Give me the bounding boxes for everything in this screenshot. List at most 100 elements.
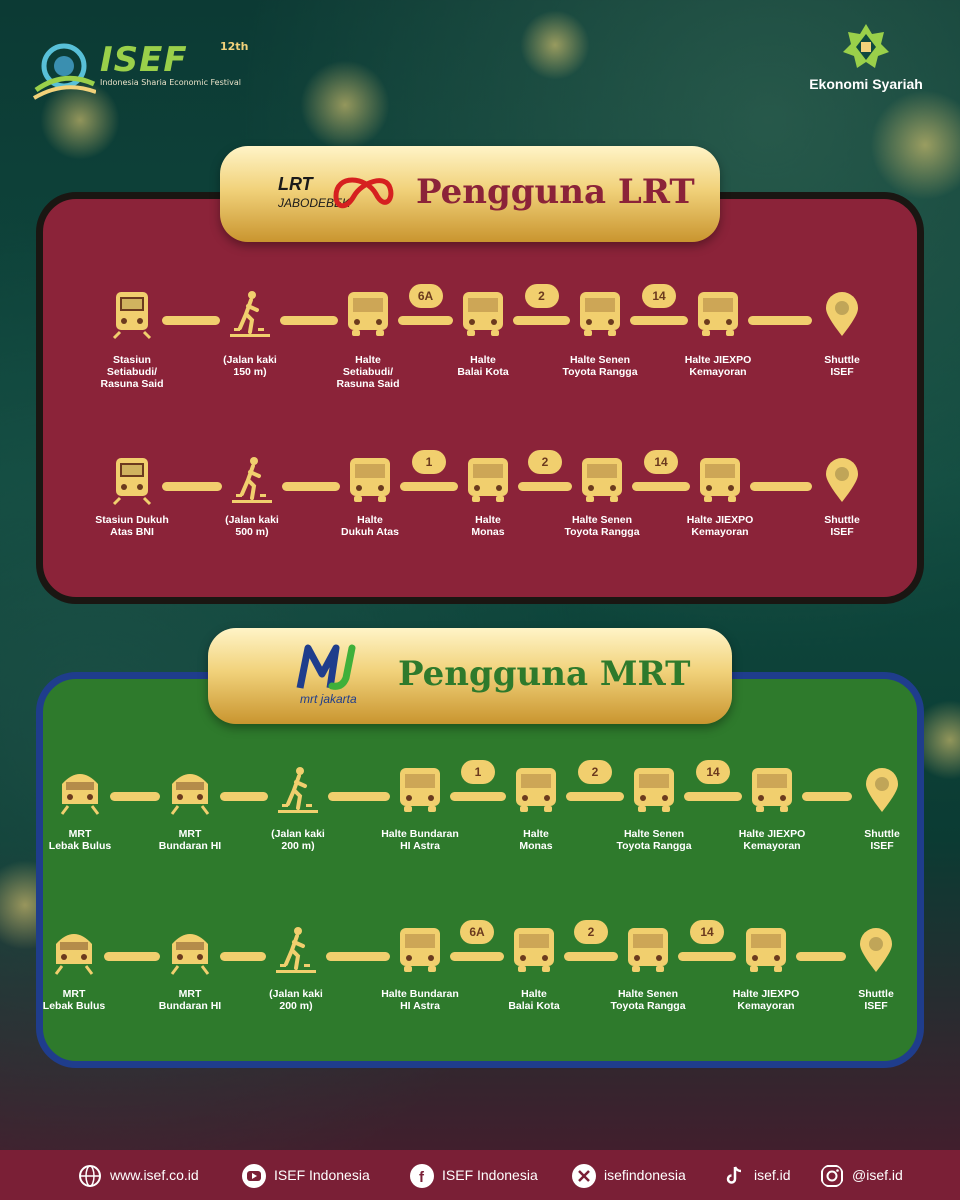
bus-icon (514, 928, 554, 972)
mrt-route1-stop-label: Halte Bundaran HI Astra (381, 828, 459, 852)
location-pin-icon (826, 458, 858, 502)
lrt-route1-stop-label: Halte JIEXPO Kemayoran (684, 354, 752, 378)
mrt-route2-connector (796, 952, 846, 961)
mrt-route2-connector (220, 952, 266, 961)
mrt-jakarta-logo: mrt jakarta (296, 644, 386, 708)
pedestrian-icon (278, 767, 318, 813)
facebook-icon: f (410, 1164, 434, 1188)
bus-icon (698, 292, 738, 336)
mrt-route2-stop-label: MRT Lebak Bulus (42, 988, 106, 1012)
lrt-route1-connector (162, 316, 220, 325)
pedestrian-icon (276, 927, 316, 973)
isef-wordmark: ISEF (100, 40, 188, 80)
mrt-route1-stop-label: Halte Monas (519, 828, 553, 852)
lrt-route2-stop-label: Halte JIEXPO Kemayoran (686, 514, 754, 538)
lrt-route1-connector (398, 316, 453, 325)
mrt-route1-stop-label: Shuttle ISEF (864, 828, 900, 852)
mrt-title: Pengguna MRT (398, 654, 691, 694)
bus-icon (348, 292, 388, 336)
web-globe-icon (79, 1165, 101, 1187)
mrt-route1-stop-label: Halte JIEXPO Kemayoran (738, 828, 806, 852)
mrt-route2-route-badge: 2 (574, 920, 608, 944)
lrt-route2-connector (750, 482, 812, 491)
mrt-route1-connector (802, 792, 852, 801)
bus-icon (400, 768, 440, 812)
bus-icon (463, 292, 503, 336)
lrt-route2-route-badge: 1 (412, 450, 446, 474)
bokeh-light (520, 10, 590, 80)
mrt-train-icon (54, 934, 94, 975)
bus-icon (746, 928, 786, 972)
lrt-route2-stop-label: Halte Dukuh Atas (341, 514, 399, 538)
mrt-route2-stop-label: Halte JIEXPO Kemayoran (732, 988, 800, 1012)
mrt-route1-stop-label: MRT Bundaran HI (158, 828, 222, 852)
lrt-logo-text: LRT (278, 174, 313, 194)
mrt-route2-stop-label: Halte Bundaran HI Astra (381, 988, 459, 1012)
footer-bar: www.isef.co.id ISEF Indonesia f ISEF Ind… (0, 1150, 960, 1200)
bus-icon (700, 458, 740, 502)
lrt-route2-stop-label: Halte Monas (471, 514, 505, 538)
lrt-route1-stop-label: Halte Balai Kota (457, 354, 509, 378)
lrt-route1-stop-label: (Jalan kaki 150 m) (223, 354, 277, 378)
lrt-route1-route-badge: 14 (642, 284, 676, 308)
mrt-route2-connector (450, 952, 504, 961)
ekonomi-syariah-emblem-icon (843, 24, 889, 68)
mrt-route2-stop-label: Shuttle ISEF (858, 988, 894, 1012)
mrt-mj-icon (296, 644, 356, 690)
lrt-route1-stop-label: Halte Senen Toyota Rangga (562, 354, 638, 378)
lrt-route1-stop-label: Shuttle ISEF (824, 354, 860, 378)
lrt-route2-connector (162, 482, 222, 491)
mrt-route1-connector (684, 792, 742, 801)
pedestrian-icon (230, 291, 270, 337)
bus-icon (468, 458, 508, 502)
footer-x-text: isefindonesia (604, 1167, 686, 1183)
mrt-panel (36, 672, 924, 1068)
bokeh-light (300, 60, 390, 150)
mrt-route1-route-badge: 1 (461, 760, 495, 784)
mrt-train-icon (60, 774, 100, 815)
mrt-route2-stop-label: (Jalan kaki 200 m) (269, 988, 323, 1012)
mrt-route1-stop-label: MRT Lebak Bulus (48, 828, 112, 852)
location-pin-icon (826, 292, 858, 336)
mrt-route1-connector (220, 792, 268, 801)
isef-edition: 12th (220, 40, 249, 53)
bokeh-light (870, 90, 960, 200)
ekonomi-syariah-text: Ekonomi Syariah (809, 76, 923, 92)
bus-icon (634, 768, 674, 812)
ekonomi-syariah-logo: Ekonomi Syariah (796, 22, 936, 102)
mrt-route2-stop-label: Halte Balai Kota (508, 988, 560, 1012)
lrt-route2-stop-label: Stasiun Dukuh Atas BNI (95, 514, 169, 538)
lrt-panel (36, 192, 924, 604)
mrt-route2-stop-label: MRT Bundaran HI (158, 988, 222, 1012)
lrt-route1-connector (748, 316, 812, 325)
mrt-route1-connector (566, 792, 624, 801)
bus-icon (580, 292, 620, 336)
globe-icon (32, 43, 96, 100)
lrt-route2-stop-label: Shuttle ISEF (824, 514, 860, 538)
lrt-logo-subtext: JABODEBEK (278, 196, 351, 210)
footer-youtube-text: ISEF Indonesia (274, 1167, 370, 1183)
train-icon (112, 292, 152, 340)
mrt-route2-connector (678, 952, 736, 961)
location-pin-icon (860, 928, 892, 972)
mrt-logo-text: mrt jakarta (300, 692, 357, 706)
isef-logo: ISEF 12th Indonesia Sharia Economic Fest… (32, 40, 252, 110)
lrt-route1-route-badge: 2 (524, 284, 559, 308)
mrt-route1-route-badge: 2 (578, 760, 612, 784)
lrt-route2-route-badge: 14 (644, 450, 678, 474)
lrt-banner: LRT JABODEBEK Pengguna LRT (220, 146, 720, 242)
mrt-banner: mrt jakarta Pengguna MRT (208, 628, 732, 724)
footer-website-text: www.isef.co.id (110, 1167, 199, 1183)
instagram-icon (821, 1165, 843, 1187)
lrt-route1-stop-label: Stasiun Setiabudi/ Rasuna Said (100, 354, 164, 390)
footer-facebook-text: ISEF Indonesia (442, 1167, 538, 1183)
lrt-route1-stop-label: Halte Setiabudi/ Rasuna Said (336, 354, 400, 390)
mrt-route1-stop-label: Halte Senen Toyota Rangga (616, 828, 692, 852)
bokeh-light (40, 80, 120, 160)
isef-tagline: Indonesia Sharia Economic Festival (100, 78, 241, 87)
mrt-route2-route-badge: 14 (690, 920, 724, 944)
lrt-route2-connector (632, 482, 690, 491)
pedestrian-icon (232, 457, 272, 503)
lrt-infinity-icon (333, 177, 394, 209)
bus-icon (350, 458, 390, 502)
